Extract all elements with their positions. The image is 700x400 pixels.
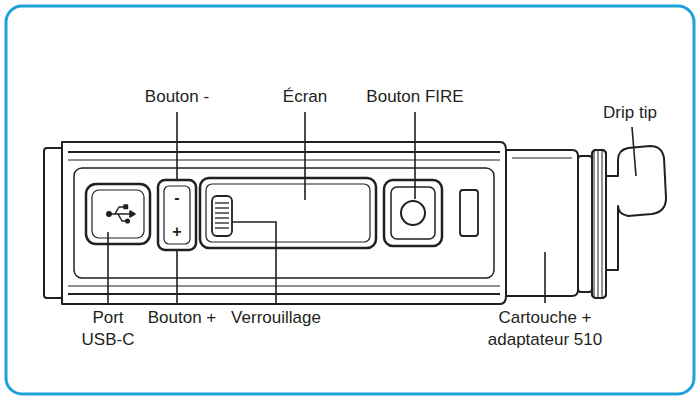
lock-slider (212, 196, 232, 236)
fire-button-inner (391, 187, 435, 239)
usb-icon (107, 205, 135, 223)
plus-minus-button (158, 180, 196, 250)
adapter-knurled-ring-outline (592, 150, 606, 298)
leader-line (107, 232, 109, 303)
part-label: Écran (283, 86, 327, 108)
plus-minus-button-inner (164, 186, 190, 244)
part-label: Verrouillage (231, 307, 321, 329)
fire-button (384, 180, 442, 246)
part-label: Drip tip (603, 102, 657, 124)
leader-line (232, 222, 276, 303)
button-glyph: - (174, 190, 179, 206)
device-body (62, 142, 506, 304)
adapter-knurled-ring (592, 150, 606, 298)
cartridge (506, 150, 578, 296)
part-label: Bouton + (148, 307, 217, 329)
side-slot (460, 190, 478, 236)
leader-line (176, 249, 178, 303)
usb-port (86, 184, 150, 244)
leader-line (544, 252, 546, 303)
usb-port-inner (92, 190, 144, 238)
body-groove (68, 151, 500, 153)
leader-line (632, 127, 636, 176)
leader-line (304, 112, 306, 200)
front-panel (74, 168, 494, 278)
drip-tip (606, 146, 666, 270)
frame-border (6, 6, 694, 394)
leader-line (414, 112, 416, 199)
adapter-ring (578, 156, 592, 292)
part-label: Bouton - (145, 86, 209, 108)
screen-inner (206, 184, 370, 242)
part-label: Port USB-C (78, 307, 138, 351)
part-label: Cartouche + adaptateur 510 (470, 307, 620, 351)
body-groove (68, 159, 500, 160)
part-label: Bouton FIRE (366, 86, 463, 108)
lock-slider-grip (215, 203, 229, 228)
leader-line (176, 112, 178, 181)
fire-button-dome (401, 201, 425, 225)
body-groove (68, 285, 500, 286)
body-groove (68, 293, 500, 295)
cartridge-edge (512, 157, 572, 158)
button-glyph: + (172, 224, 181, 240)
screen (200, 178, 376, 248)
